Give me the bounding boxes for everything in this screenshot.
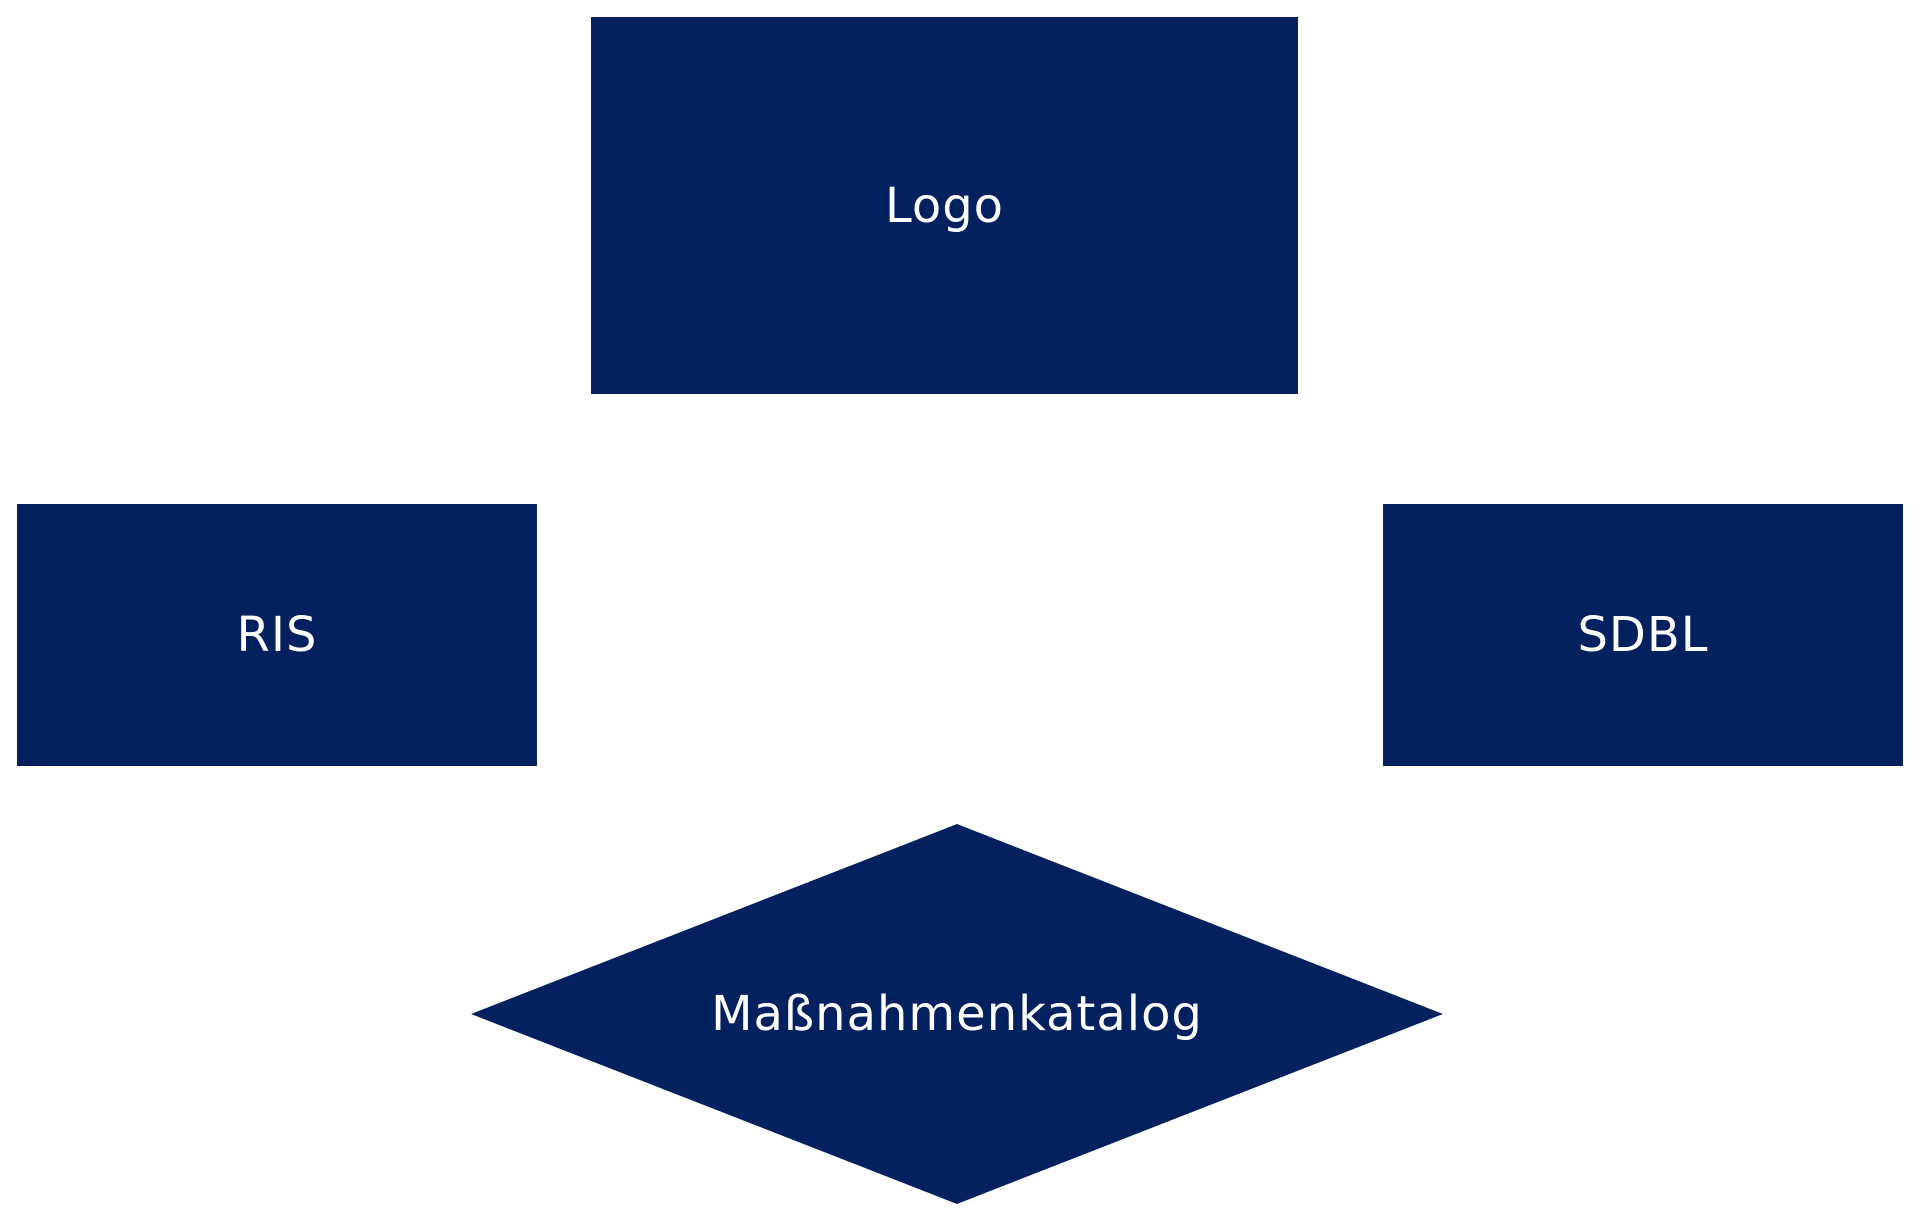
diamond-shape [471, 824, 1443, 1204]
sdbl-node-label: SDBL [1577, 607, 1709, 663]
sdbl-node[interactable]: SDBL [1383, 504, 1903, 766]
ris-node[interactable]: RIS [17, 504, 537, 766]
logo-node[interactable]: Logo [591, 17, 1298, 394]
logo-node-label: Logo [884, 177, 1005, 234]
massnahmenkatalog-node[interactable]: Maßnahmenkatalog [471, 824, 1443, 1204]
ris-node-label: RIS [236, 607, 318, 663]
diamond-polygon [471, 824, 1443, 1204]
massnahmenkatalog-node-label: Maßnahmenkatalog [711, 986, 1203, 1042]
